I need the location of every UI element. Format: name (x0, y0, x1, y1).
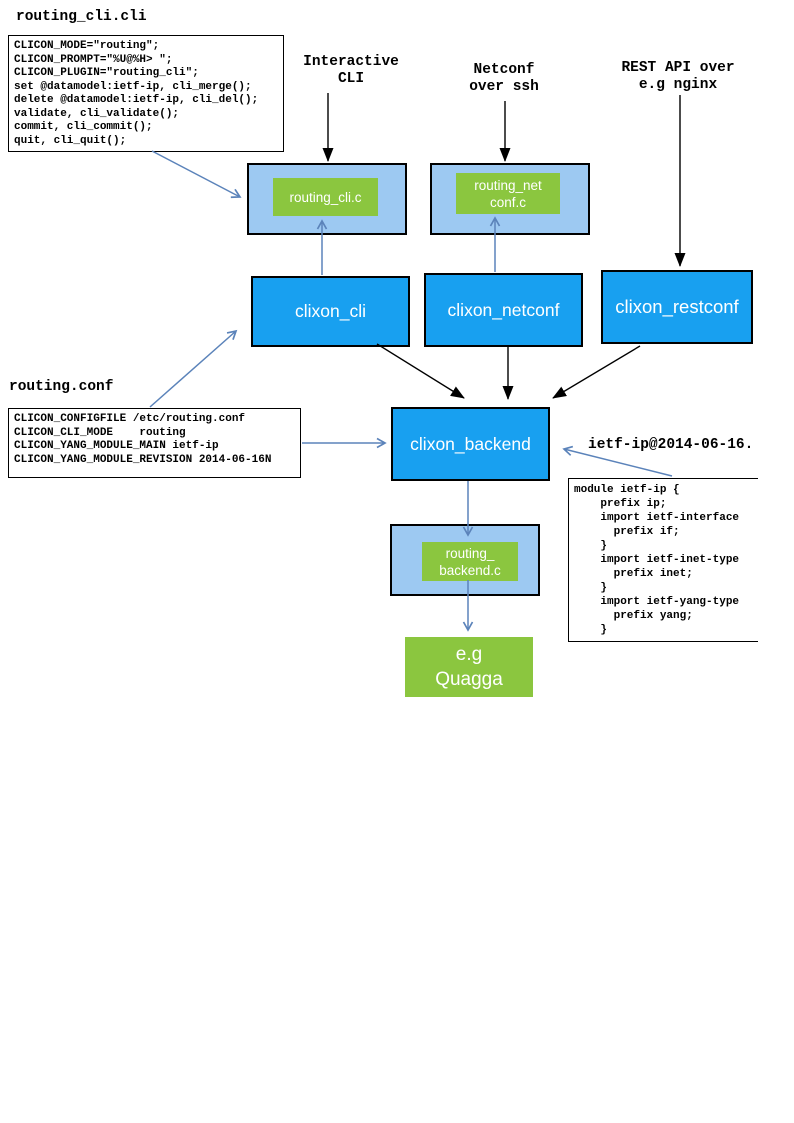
arrow-conf-to-clixoncli (149, 329, 238, 408)
node-routing-backend-c: routing_ backend.c (422, 542, 518, 581)
arrow-cli-to-backend (376, 343, 465, 399)
node-quagga: e.g Quagga (405, 637, 533, 697)
container-routing-cli-plugin: routing_cli.c (247, 163, 407, 235)
routing-cli-file-title: routing_cli.cli (16, 9, 147, 25)
arrow-yang-to-backend (562, 445, 673, 477)
ietf-ip-yang-label: ietf-ip@2014-06-16. (588, 437, 754, 453)
node-clixon-backend: clixon_backend (391, 407, 550, 481)
black-arrows (322, 93, 686, 400)
node-clixon-netconf: clixon_netconf (424, 273, 583, 347)
container-routing-backend-plugin: routing_ backend.c (390, 524, 540, 596)
node-clixon-restconf: clixon_restconf (601, 270, 753, 344)
node-routing-netconf-c: routing_net conf.c (456, 173, 560, 214)
annotation-netconf-over-ssh: Netconf over ssh (469, 62, 539, 95)
node-clixon-cli: clixon_cli (251, 276, 410, 347)
container-routing-netconf-plugin: routing_net conf.c (430, 163, 590, 235)
node-routing-cli-c: routing_cli.c (273, 178, 378, 216)
ietf-ip-module-code-box: module ietf-ip { prefix ip; import ietf-… (568, 478, 758, 642)
annotation-rest-api: REST API over e.g nginx (621, 60, 735, 93)
arrow-clifile-to-cliplugin (151, 150, 242, 199)
routing-conf-file-title: routing.conf (9, 379, 114, 395)
annotation-interactive-cli: Interactive CLI (303, 54, 399, 87)
routing-cli-code-box: CLICON_MODE="routing"; CLICON_PROMPT="%U… (8, 35, 284, 152)
routing-conf-code-box: CLICON_CONFIGFILE /etc/routing.conf CLIC… (8, 408, 301, 478)
arrow-restconf-to-backend (552, 345, 641, 399)
